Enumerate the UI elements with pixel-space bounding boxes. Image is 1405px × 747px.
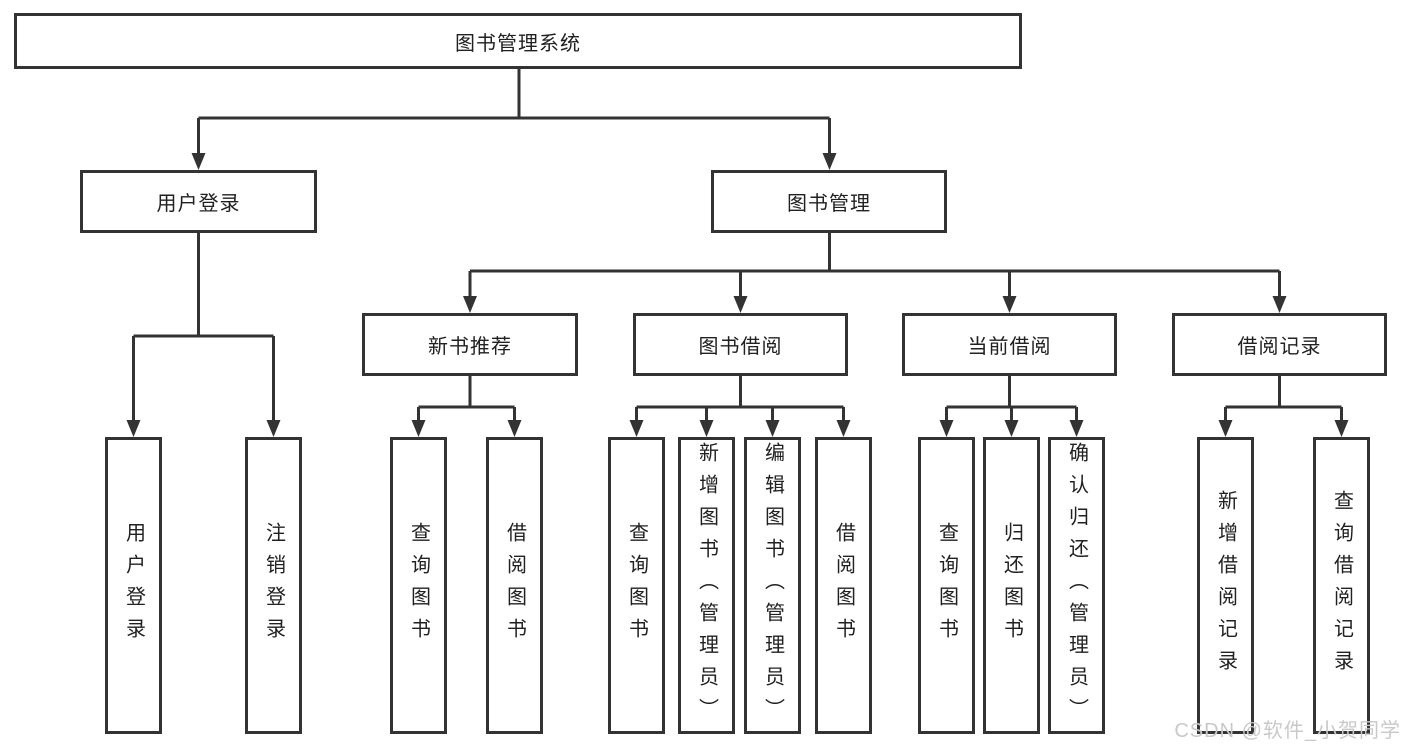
node-user-login: 用户登录: [80, 170, 317, 233]
leaf-add-borrow-record: 新增借阅记录: [1197, 437, 1254, 734]
node-current-borrowing: 当前借阅: [902, 313, 1117, 376]
leaf-query-books-current: 查询图书: [918, 437, 975, 734]
node-current-borrowing-label: 当前借阅: [967, 336, 1052, 358]
leaf-confirm-return-admin: 确认归还（管理员）: [1048, 437, 1105, 734]
node-book-borrowing-label: 图书借阅: [698, 336, 783, 358]
leaf-borrow-books-recommend: 借阅图书: [486, 437, 543, 734]
leaf-add-book-admin: 新增图书（管理员）: [678, 437, 735, 734]
leaf-add-book-admin-label: 新增图书（管理员）: [695, 441, 718, 730]
node-borrowing-records: 借阅记录: [1172, 313, 1387, 376]
node-book-management: 图书管理: [711, 170, 947, 233]
node-book-management-label: 图书管理: [787, 193, 871, 215]
node-book-borrowing: 图书借阅: [633, 313, 848, 376]
leaf-query-borrow-record: 查询借阅记录: [1313, 437, 1370, 734]
csdn-watermark: CSDN @软件_小贺同学: [1174, 720, 1401, 742]
leaf-query-books-current-label: 查询图书: [935, 521, 958, 650]
node-borrowing-records-label: 借阅记录: [1237, 336, 1322, 358]
leaf-user-login-label: 用户登录: [122, 521, 145, 650]
leaf-borrow-books-borrowing-label: 借阅图书: [832, 521, 855, 650]
leaf-query-books-borrowing-label: 查询图书: [625, 521, 648, 650]
leaf-borrow-books-recommend-label: 借阅图书: [503, 521, 526, 650]
leaf-query-borrow-record-label: 查询借阅记录: [1330, 489, 1353, 682]
node-new-book-recommend: 新书推荐: [362, 313, 578, 376]
leaf-borrow-books-borrowing: 借阅图书: [815, 437, 872, 734]
leaf-query-books-recommend-label: 查询图书: [407, 521, 430, 650]
node-new-book-recommend-label: 新书推荐: [428, 336, 512, 358]
leaf-edit-book-admin-label: 编辑图书（管理员）: [761, 441, 784, 730]
node-library-system-label: 图书管理系统: [455, 32, 581, 55]
leaf-query-books-borrowing: 查询图书: [608, 437, 665, 734]
leaf-confirm-return-admin-label: 确认归还（管理员）: [1065, 441, 1088, 730]
leaf-user-login: 用户登录: [105, 437, 162, 734]
leaf-logout-label: 注销登录: [262, 521, 285, 650]
leaf-return-book: 归还图书: [983, 437, 1040, 734]
leaf-add-borrow-record-label: 新增借阅记录: [1214, 489, 1237, 682]
leaf-edit-book-admin: 编辑图书（管理员）: [744, 437, 801, 734]
leaf-return-book-label: 归还图书: [1000, 521, 1023, 650]
leaf-logout: 注销登录: [245, 437, 302, 734]
arrowheads: [126, 153, 1349, 437]
node-library-system: 图书管理系统: [14, 13, 1022, 69]
node-user-login-label: 用户登录: [156, 193, 241, 215]
leaf-query-books-recommend: 查询图书: [390, 437, 447, 734]
